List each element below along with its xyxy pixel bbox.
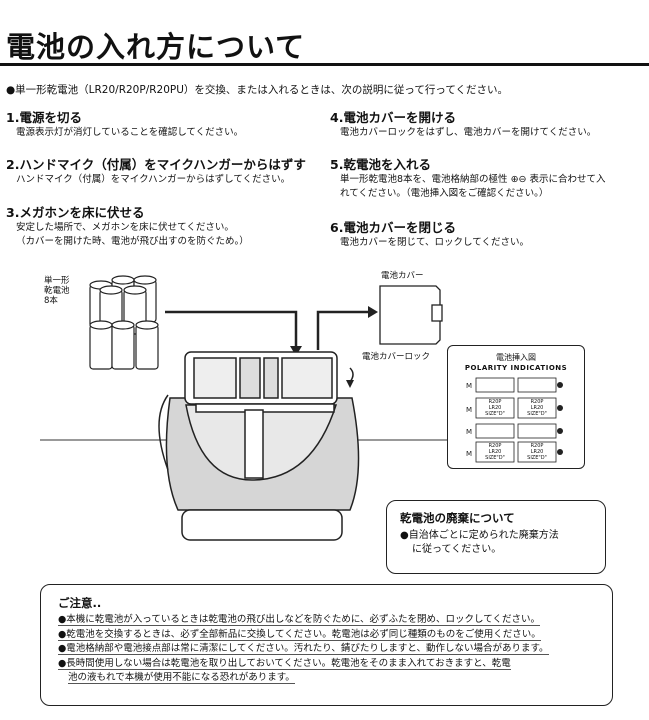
battery-cover-label: 電池カバー (381, 271, 424, 281)
step-6: 6.電池カバーを閉じる 電池カバーを閉じて、ロックしてください。 (330, 220, 642, 250)
step-4: 4.電池カバーを開ける 電池カバーロックをはずし、電池カバーを開けてください。 (330, 110, 642, 140)
insert-arrow-icon (165, 310, 298, 348)
page-title: 電池の入れ方について (6, 30, 306, 64)
cover-arrow-icon (316, 310, 370, 350)
intro-text: ●単一形乾電池（LR20/R20P/R20PU）を交換、または入れるときは、次の… (6, 84, 509, 96)
step-heading: 5.乾電池を入れる (330, 157, 431, 172)
caution-box: ご注意.. ●本機に乾電池が入っているときは乾電池の飛び出しなどを防ぐために、必… (40, 584, 613, 706)
step-2: 2.ハンドマイク（付属）をマイクハンガーからはずす ハンドマイク（付属）をマイク… (6, 157, 318, 187)
polarity-diagram: M M M M (466, 377, 563, 463)
step-body: 安定した場所で、メガホンを床に伏せてください。 （カバーを開けた時、電池が飛び出… (16, 222, 249, 247)
megaphone-icon (158, 351, 360, 541)
polarity-subtitle: POLARITY INDICATIONS (464, 364, 568, 372)
caution-list: ●本機に乾電池が入っているときは乾電池の飛び出しなどを防ぐために、必ずふたを閉め… (58, 613, 549, 686)
caution-item: ●電池格納部や電池接点部は常に清潔にしてください。汚れたり、錆びたりしますと、動… (58, 643, 549, 655)
battery-group-icon (89, 275, 159, 370)
step-heading: 3.メガホンを床に伏せる (6, 205, 145, 220)
battery-label: 単一形 乾電池 8本 (44, 276, 70, 306)
step-body: 電池カバーロックをはずし、電池カバーを開けてください。 (340, 127, 597, 138)
polarity-cell: R20P LR20 SIZE"D" (485, 443, 505, 461)
step-body: ハンドマイク（付属）をマイクハンガーからはずしてください。 (16, 174, 291, 185)
svg-text:M: M (466, 406, 472, 414)
step-body: 電源表示灯が消灯していることを確認してください。 (16, 127, 244, 138)
svg-text:M: M (466, 428, 472, 436)
caution-heading: ご注意.. (58, 596, 102, 610)
step-1: 1.電源を切る 電源表示灯が消灯していることを確認してください。 (6, 110, 318, 140)
step-heading: 2.ハンドマイク（付属）をマイクハンガーからはずす (6, 157, 306, 172)
lock-arrow-icon (349, 367, 354, 383)
step-heading: 4.電池カバーを開ける (330, 110, 456, 125)
step-heading: 1.電源を切る (6, 110, 82, 125)
polarity-indications-box: 電池挿入図 POLARITY INDICATIONS M M M M R20P LR… (447, 345, 585, 469)
battery-cover-lock-label: 電池カバーロック (362, 352, 431, 362)
step-body: 単一形乾電池8本を、電池格納部の極性 ⊕⊖ 表示に合わせて入 れてください。（電… (340, 174, 606, 199)
step-body: 電池カバーを閉じて、ロックしてください。 (340, 237, 529, 248)
battery-cover-icon (379, 285, 443, 345)
battery-installation-illustration (40, 275, 447, 541)
svg-text:M: M (466, 382, 472, 390)
step-5: 5.乾電池を入れる 単一形乾電池8本を、電池格納部の極性 ⊕⊖ 表示に合わせて入… (330, 157, 642, 200)
polarity-cell: R20P LR20 SIZE"D" (485, 399, 505, 417)
caution-item: ●本機に乾電池が入っているときは乾電池の飛び出しなどを防ぐために、必ずふたを閉め… (58, 614, 540, 626)
polarity-cell: R20P LR20 SIZE"D" (527, 443, 547, 461)
title-rule (0, 63, 649, 66)
polarity-title: 電池挿入図 (496, 353, 536, 362)
step-3: 3.メガホンを床に伏せる 安定した場所で、メガホンを床に伏せてください。 （カバ… (6, 205, 318, 248)
caution-item: ●乾電池を交換するときは、必ず全部新品に交換してください。乾電池は必ず同じ種類の… (58, 628, 541, 641)
disposal-body: ●自治体ごとに定められた廃棄方法 に従ってください。 (400, 530, 559, 555)
step-heading: 6.電池カバーを閉じる (330, 220, 456, 235)
caution-item: ●長時間使用しない場合は乾電池を取り出しておいてください。乾電池をそのまま入れて… (58, 657, 511, 684)
disposal-box: 乾電池の廃棄について ●自治体ごとに定められた廃棄方法 に従ってください。 (386, 500, 606, 574)
arrow-head-icon (290, 346, 302, 356)
polarity-cell: R20P LR20 SIZE"D" (527, 399, 547, 417)
arrow-head-icon (368, 306, 378, 318)
disposal-heading: 乾電池の廃棄について (400, 511, 515, 525)
svg-text:M: M (466, 450, 472, 458)
